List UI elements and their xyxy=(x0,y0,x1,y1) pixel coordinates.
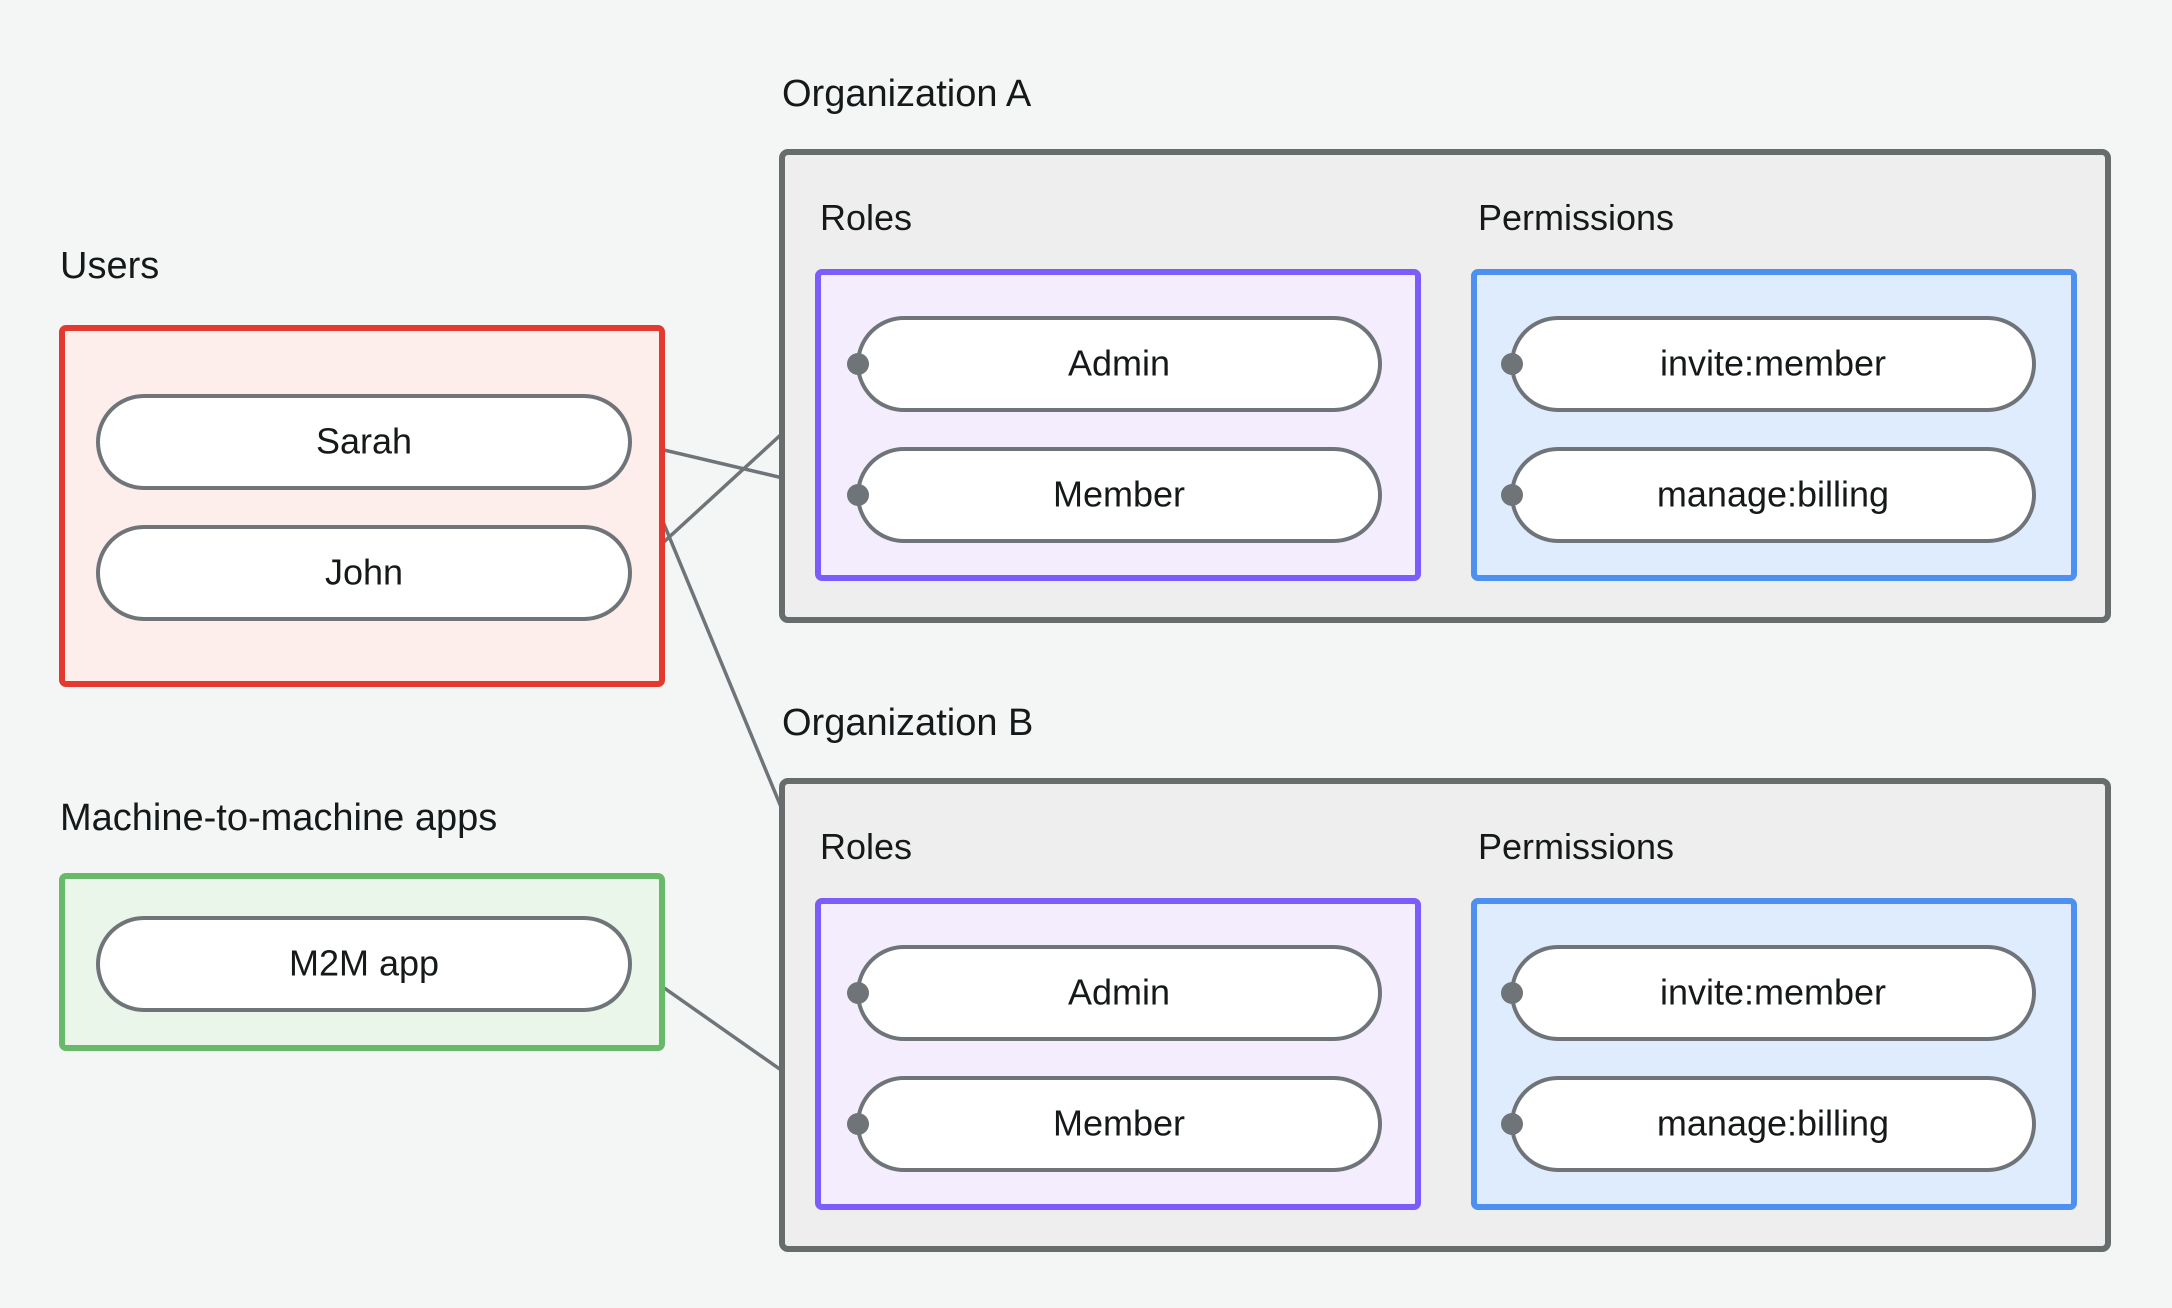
m2m-group-label: Machine-to-machine apps xyxy=(60,797,497,839)
node-org-a-perm-invite-member[interactable]: invite:member xyxy=(1510,316,2036,412)
org-b-label: Organization B xyxy=(782,702,1033,744)
node-org-a-role-admin-label: Admin xyxy=(1068,343,1170,384)
connector-dot-org-a-invite-member xyxy=(1501,353,1523,375)
org-b-permissions-label: Permissions xyxy=(1478,826,1674,867)
node-john-shape[interactable] xyxy=(96,525,632,621)
node-john-label: John xyxy=(325,552,403,593)
connector-dot-layer xyxy=(847,353,1523,1135)
node-org-b-role-member[interactable]: Member xyxy=(856,1076,1382,1172)
node-org-a-role-member-label: Member xyxy=(1053,474,1185,515)
org-b-roles-label: Roles xyxy=(820,826,912,867)
connector-dot-org-a-member xyxy=(847,484,869,506)
connector-dot-org-b-invite-member xyxy=(1501,982,1523,1004)
node-org-b-role-admin-label: Admin xyxy=(1068,972,1170,1013)
node-sarah-label: Sarah xyxy=(316,421,412,462)
org-a-permissions-label: Permissions xyxy=(1478,197,1674,238)
node-org-a-perm-manage-billing-label: manage:billing xyxy=(1657,474,1889,515)
users-group-label: Users xyxy=(60,245,159,287)
node-org-b-perm-manage-billing[interactable]: manage:billing xyxy=(1510,1076,2036,1172)
node-john[interactable]: John xyxy=(96,525,632,621)
node-m2m-app-shape[interactable] xyxy=(96,916,632,1012)
node-org-b-perm-manage-billing-label: manage:billing xyxy=(1657,1103,1889,1144)
connector-dot-org-a-manage-billing xyxy=(1501,484,1523,506)
node-sarah-shape[interactable] xyxy=(96,394,632,490)
node-m2m-app-label: M2M app xyxy=(289,943,439,984)
connector-dot-org-a-admin xyxy=(847,353,869,375)
node-org-b-perm-invite-member[interactable]: invite:member xyxy=(1510,945,2036,1041)
org-a-label: Organization A xyxy=(782,73,1032,115)
org-a-roles-label: Roles xyxy=(820,197,912,238)
users-group-box xyxy=(59,325,665,687)
node-org-a-perm-invite-member-label: invite:member xyxy=(1660,343,1886,384)
node-m2m-app[interactable]: M2M app xyxy=(96,916,632,1012)
node-sarah[interactable]: Sarah xyxy=(96,394,632,490)
node-org-b-role-admin[interactable]: Admin xyxy=(856,945,1382,1041)
node-org-b-role-member-label: Member xyxy=(1053,1103,1185,1144)
connector-dot-org-b-manage-billing xyxy=(1501,1113,1523,1135)
connector-dot-org-b-admin xyxy=(847,982,869,1004)
node-org-b-perm-invite-member-label: invite:member xyxy=(1660,972,1886,1013)
node-org-a-role-admin[interactable]: Admin xyxy=(856,316,1382,412)
node-org-a-role-member[interactable]: Member xyxy=(856,447,1382,543)
connector-dot-org-b-member xyxy=(847,1113,869,1135)
node-org-a-perm-manage-billing[interactable]: manage:billing xyxy=(1510,447,2036,543)
